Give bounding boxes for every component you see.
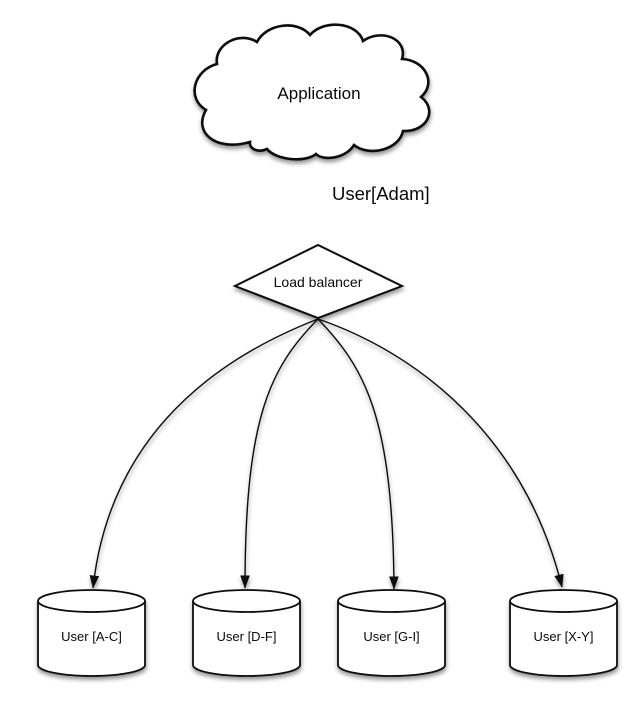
edge-load-balancer-to-shard-a-c bbox=[89, 318, 319, 589]
edge-load-balancer-to-shard-x-y bbox=[317, 318, 564, 588]
shard-a-c-cylinder-shape bbox=[37, 589, 146, 677]
application-cloud-shape bbox=[193, 23, 431, 161]
shard-a-c-label: User [A-C] bbox=[61, 629, 122, 644]
shard-d-f-label: User [D-F] bbox=[217, 629, 277, 644]
load-balancer-diamond-shape bbox=[232, 243, 405, 320]
shard-d-f-cylinder-shape bbox=[192, 589, 301, 677]
shard-x-y-label: User [X-Y] bbox=[534, 629, 594, 644]
edge-load-balancer-to-shard-g-i bbox=[317, 318, 399, 590]
edge-load-balancer-to-shard-d-f bbox=[240, 318, 319, 589]
edge-user-adam-label: User[Adam] bbox=[332, 183, 430, 204]
load-balancer-label: Load balancer bbox=[274, 274, 363, 290]
shard-g-i-label: User [G-I] bbox=[363, 629, 419, 644]
application-label: Application bbox=[277, 84, 360, 103]
shard-g-i-cylinder-shape bbox=[337, 589, 446, 677]
shard-x-y-cylinder-shape bbox=[509, 589, 618, 677]
